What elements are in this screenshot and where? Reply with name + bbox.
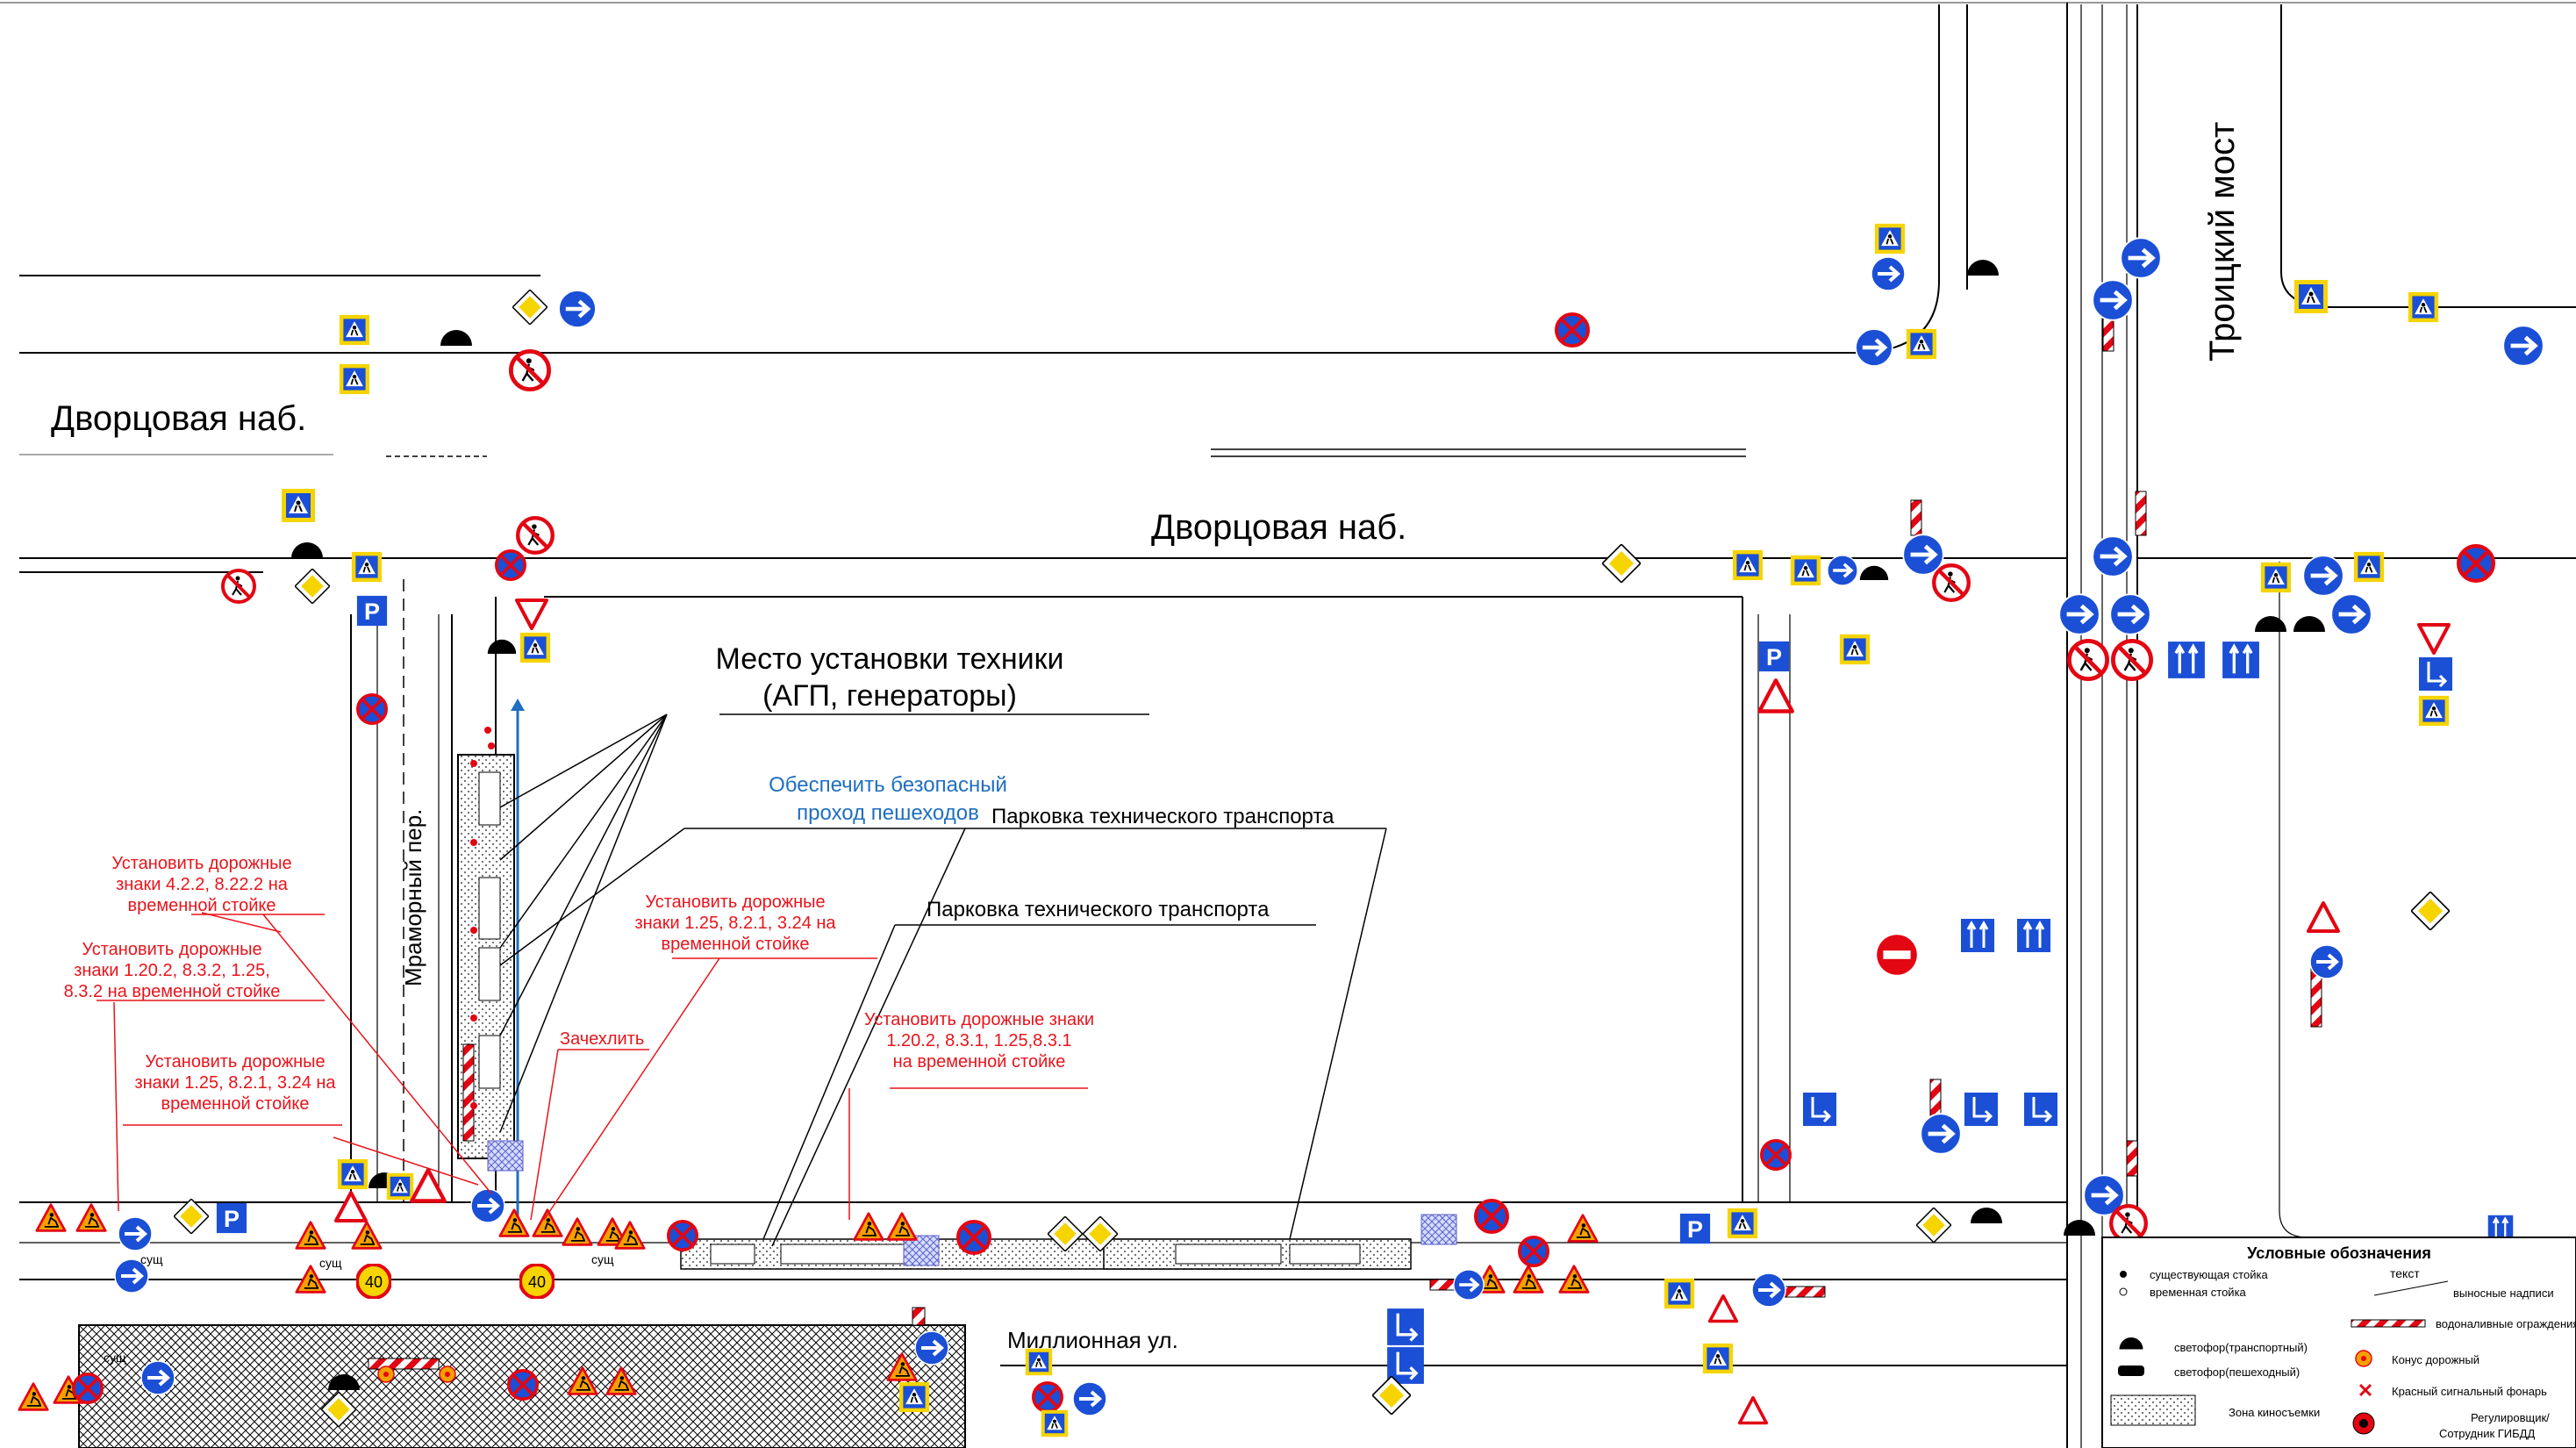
tech-parking-label-2: Парковка технического транспорта [927, 898, 1270, 921]
street-dvortsovaya-main: Дворцовая наб. [1151, 508, 1406, 547]
upper-right-corner [2280, 4, 2576, 308]
legend-cone: Конус дорожный [2392, 1353, 2479, 1366]
legend-temporary-post: временная стойка [2150, 1286, 2247, 1299]
legend-callouts: выносные надписи [2453, 1287, 2554, 1300]
street-dvortsovaya-upper: Дворцовая наб. [51, 399, 306, 438]
callout-lines [97, 713, 1387, 1247]
equipment-4 [478, 1035, 501, 1089]
street-mramorny: Мраморный пер. [400, 809, 426, 986]
legend: Условные обозначения существующая стойка… [2101, 1237, 2576, 1448]
instruction-4-line1: Установить дорожные [645, 892, 825, 912]
legend-red-lamp: Красный сигнальный фонарь [2392, 1385, 2547, 1398]
exist-label-2: сущ [319, 1256, 342, 1270]
instruction-5-line1: Установить дорожные знаки [864, 1010, 1094, 1029]
instruction-1-line2: знаки 4.2.2, 8.22.2 на [116, 875, 289, 894]
street-names: Дворцовая наб. Дворцовая наб. Троицкий м… [51, 122, 2242, 1353]
tech-parking-label-1: Парковка технического транспорта [991, 805, 1335, 828]
crossing-hatch-2 [1420, 1214, 1457, 1245]
legend-water-barrier: водоналивные ограждения [2436, 1317, 2576, 1330]
equipment-3 [478, 947, 501, 1001]
instruction-5-line3: на временной стойке [893, 1052, 1066, 1072]
safe-passage-line1: Обеспечить безопасный [769, 773, 1007, 797]
legend-tl-ped: светофор(пешеходный) [2174, 1366, 2300, 1379]
instruction-2-line1: Установить дорожные [82, 940, 261, 959]
exist-label-4: сущ [104, 1351, 126, 1365]
street-millionnaya: Миллионная ул. [1007, 1327, 1178, 1353]
legend-tl-vehicle: светофор(транспортный) [2174, 1341, 2308, 1354]
instruction-2-line2: знаки 1.20.2, 8.3.2, 1.25, [74, 961, 270, 980]
cover-label: Зачехлить [560, 1029, 644, 1049]
instruction-1-line3: временной стойке [127, 896, 275, 915]
instruction-3-line3: временной стойке [161, 1094, 309, 1114]
labels: Место установки техники (АГП, генераторы… [64, 642, 1335, 1365]
crossing-hatch-3 [487, 1140, 524, 1172]
legend-film-zone: Зона киносъемки [2229, 1406, 2320, 1419]
legend-existing-post: существующая стойка [2150, 1268, 2268, 1281]
equipment-1 [478, 771, 501, 826]
instruction-5-line2: 1.20.2, 8.3.1, 1.25,8.3.1 [886, 1031, 1071, 1050]
upper-right-curve [1854, 4, 1940, 354]
street-troitsky-bridge: Троицкий мост [2203, 122, 2242, 362]
red-lamps [470, 727, 495, 1109]
instruction-2-line3: 8.3.2 на временной стойке [64, 982, 281, 1001]
legend-title: Условные обозначения [2247, 1244, 2431, 1262]
legend-regulator-1: Регулировщик/ [2471, 1411, 2550, 1424]
exist-label-3: сущ [591, 1252, 614, 1266]
instruction-3-line2: знаки 1.25, 8.2.1, 3.24 на [134, 1073, 336, 1093]
road-network [19, 3, 2576, 1448]
instruction-4-line3: временной стойке [661, 935, 809, 954]
equipment-label-line1: Место установки техники [716, 642, 1064, 676]
legend-regulator-2: Сотрудник ГИБДД [2439, 1427, 2535, 1440]
water-barriers [368, 289, 2322, 1370]
equipment-2 [478, 877, 501, 940]
instruction-1-line1: Установить дорожные [111, 854, 291, 873]
safe-passage-line2: проход пешеходов [797, 801, 979, 825]
instruction-4-line2: знаки 1.25, 8.2.1, 3.24 на [634, 914, 836, 933]
legend-callouts-sample: текст [2390, 1266, 2420, 1280]
right-block-edge [2279, 562, 2308, 1238]
instruction-3-line1: Установить дорожные [145, 1052, 325, 1072]
equipment-label-line2: (АГП, генераторы) [762, 679, 1017, 713]
exist-label-1: сущ [140, 1252, 163, 1266]
